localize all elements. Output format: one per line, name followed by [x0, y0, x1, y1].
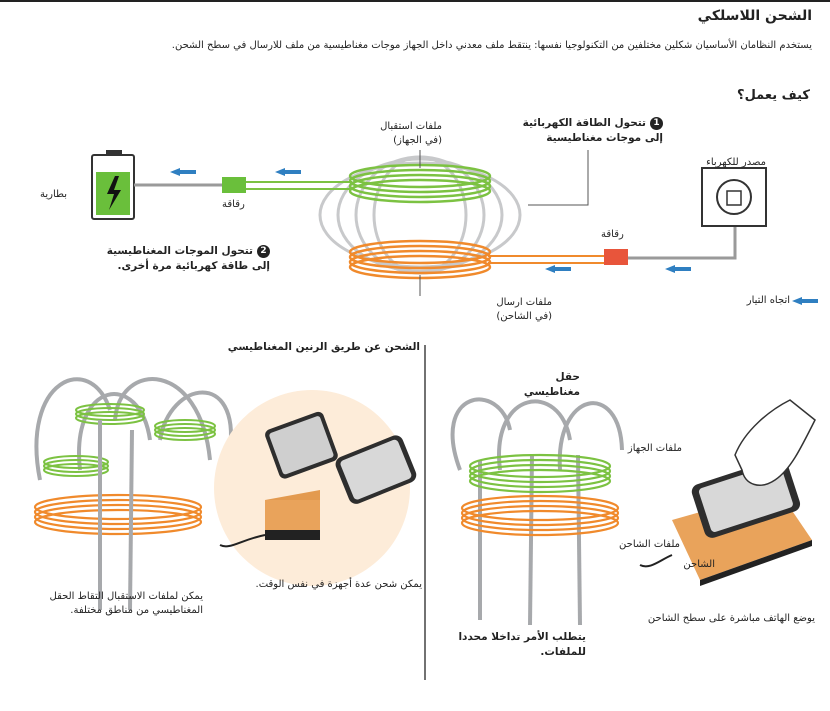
- step-1: 1تتحول الطاقة الكهربائية إلى موجات مغناط…: [518, 116, 663, 146]
- resonance-heading: الشحن عن طريق الرنين المغناطيسي: [227, 341, 420, 353]
- resonance-field-lines-front: [98, 420, 134, 611]
- transmitter-coil: [348, 239, 492, 280]
- resonance-coil-green-2: [154, 419, 216, 441]
- resonance-caption-zones: يمكن لملفات الاستقبال التقاط الحقل المغن…: [49, 591, 203, 616]
- battery-graphic: [91, 150, 135, 220]
- resonance-coil-green-3: [43, 455, 109, 477]
- device-coils-label: ملفات الجهاز: [627, 443, 682, 454]
- transmitter-coils-label: ملفات ارسال (في الشاحن): [496, 297, 552, 322]
- chip-top-label: رقاقة: [222, 199, 245, 210]
- page-subtitle: يستخدم النظامان الأساسيان شكلين مختلفين …: [171, 40, 812, 51]
- step-1-text: تتحول الطاقة الكهربائية إلى موجات مغناطي…: [522, 117, 663, 144]
- step-2-text: تتحول الموجات المغناطيسية إلى طاقة كهربا…: [106, 245, 270, 272]
- receiver-coils-label: ملفات استقبال (في الجهاز): [380, 121, 442, 146]
- step-2: 2تتحول الموجات المغناطيسية إلى طاقة كهرب…: [90, 244, 270, 274]
- chip-bottom: [604, 249, 628, 265]
- how-it-works-heading: كيف يعمل؟: [737, 88, 810, 103]
- step-2-number: 2: [257, 244, 270, 258]
- power-source-label: مصدر للكهرباء: [706, 157, 766, 168]
- induction-field-loops: [450, 397, 624, 626]
- resonance-coil-orange: [33, 493, 203, 536]
- power-outlet-graphic: [701, 167, 767, 227]
- battery-label: بطارية: [40, 189, 68, 200]
- charger-coils-label: ملفات الشاحن: [619, 539, 680, 550]
- induction-coil-green: [468, 453, 612, 494]
- chip-top: [222, 177, 246, 193]
- current-direction-legend: اتجاه التيار: [746, 295, 790, 306]
- induction-phone-scene: [639, 399, 816, 586]
- magnetic-field-label: حقل مغناطيسي: [523, 371, 580, 398]
- page-title: الشحن اللاسلكي: [697, 8, 812, 24]
- resonance-caption-devices: يمكن شحن عدة أجهزة في نفس الوقت.: [255, 579, 422, 590]
- charger-label: الشاحن: [683, 559, 715, 570]
- induction-caption-alignment: يتطلب الأمر تداخلا محددا للملفات.: [458, 631, 586, 658]
- top-rule: [0, 0, 830, 2]
- chip-bottom-label: رقاقة: [601, 229, 624, 240]
- resonance-coil-green-1: [75, 403, 145, 425]
- induction-caption-phone: يوضع الهاتف مباشرة على سطح الشاحن: [647, 613, 815, 624]
- resonance-devices-scene: [214, 390, 417, 586]
- current-arrows: [170, 168, 818, 305]
- step-1-number: 1: [650, 116, 663, 130]
- induction-coil-orange: [460, 494, 620, 537]
